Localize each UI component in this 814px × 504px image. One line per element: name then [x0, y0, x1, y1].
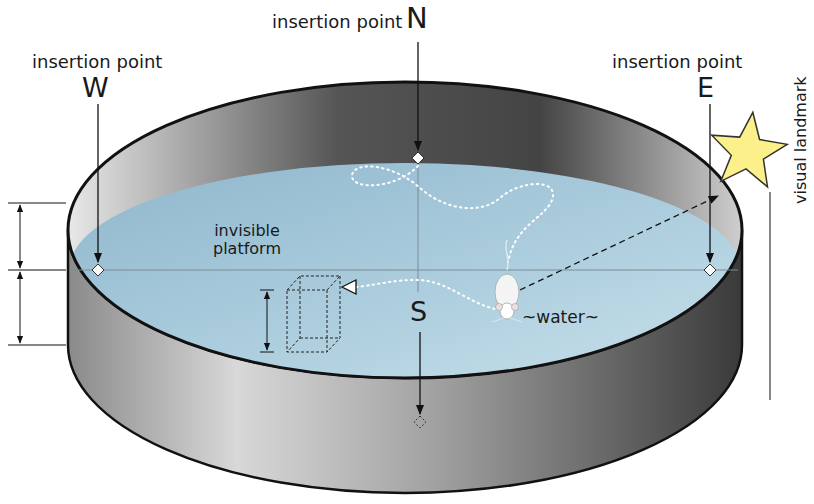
direction-letter: S	[410, 296, 427, 327]
visual-landmark-star	[712, 112, 788, 187]
direction-letter: W	[82, 72, 109, 103]
landmark-label: visual landmark	[792, 76, 810, 204]
direction-letter: N	[406, 2, 428, 35]
direction-letter: E	[697, 72, 714, 103]
insertion-label: insertion point	[612, 52, 742, 73]
insertion-label: insertion point	[272, 12, 402, 33]
insertion-label: insertion point	[32, 52, 162, 73]
platform-label: invisible platform	[188, 222, 306, 259]
water-label: ~water~	[522, 308, 599, 328]
